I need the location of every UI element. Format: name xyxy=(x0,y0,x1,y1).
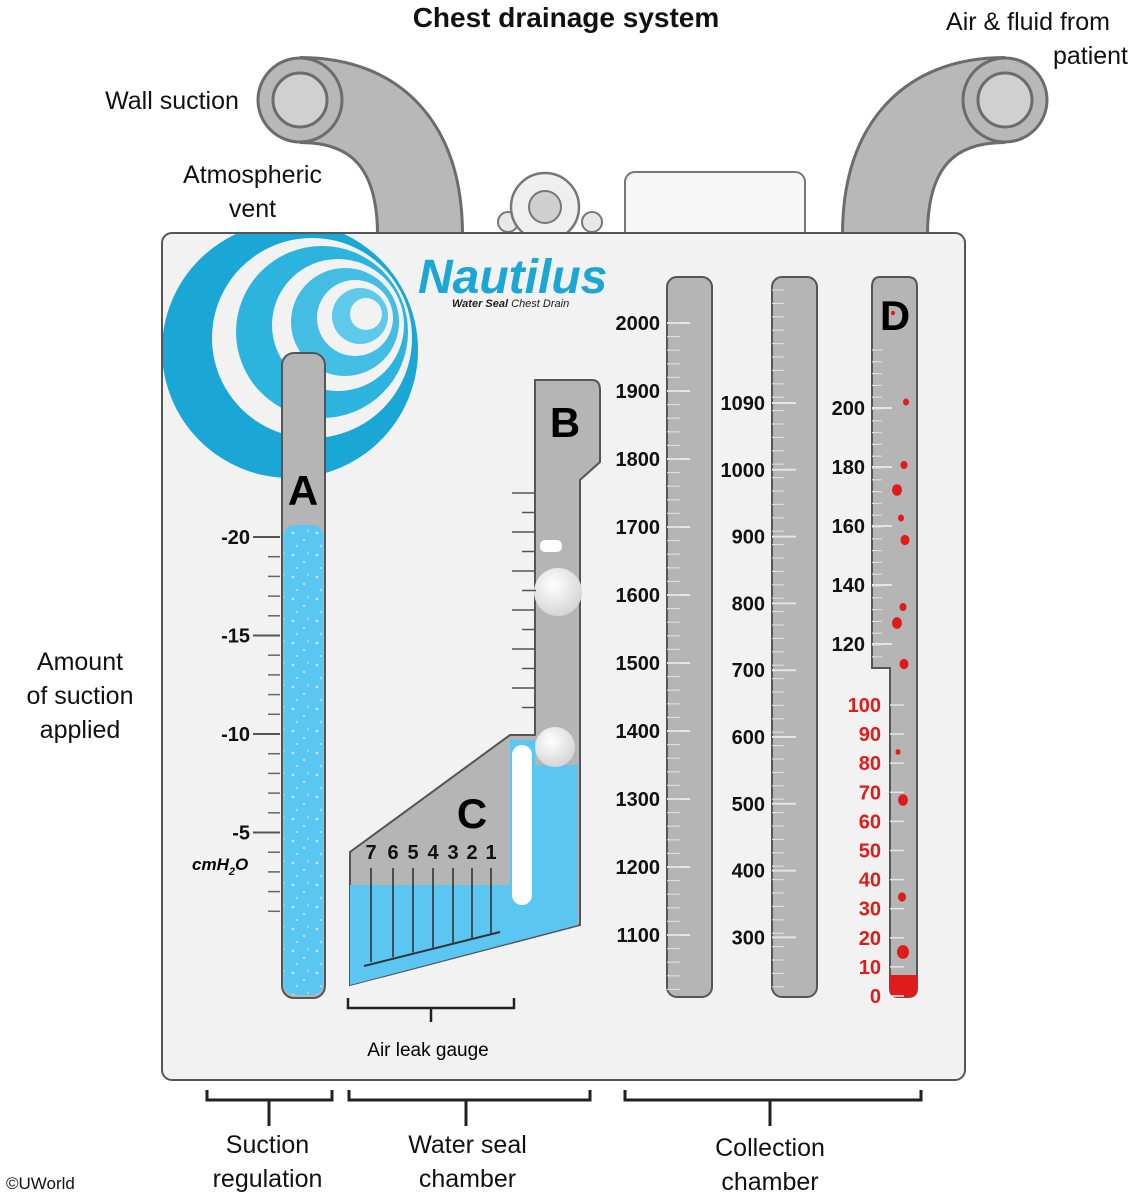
collection-1-label: 1500 xyxy=(616,653,661,675)
water-seal-ticks xyxy=(512,492,536,709)
brand-name: Nautilus xyxy=(418,251,607,304)
collection-1-label: 1600 xyxy=(616,585,661,607)
collection-2-label: 900 xyxy=(732,527,765,549)
collection-3-label: 200 xyxy=(832,398,865,420)
collection-1-label: 1900 xyxy=(616,381,661,403)
air-leak-number: 3 xyxy=(447,842,458,864)
blood-drop xyxy=(900,460,908,470)
collection-3-red-label: 70 xyxy=(859,782,881,804)
suction-scale: -20 -15 -10 -5 xyxy=(221,527,280,913)
air-leak-number: 7 xyxy=(365,842,376,864)
blood-drop xyxy=(899,658,909,670)
chamber-a-letter: A xyxy=(288,467,318,514)
air-leak-number: 5 xyxy=(407,842,418,864)
collection-3-red-label: 60 xyxy=(859,811,881,833)
collection-3-red-label: 0 xyxy=(870,986,881,1008)
blood-drop xyxy=(898,514,904,522)
blood-drop xyxy=(898,794,908,806)
collection-1-label: 1800 xyxy=(616,449,661,471)
collection-3-label: 140 xyxy=(832,575,865,597)
blood-drop xyxy=(892,484,902,496)
float-ball-large xyxy=(534,568,582,616)
suction-scale-label: -20 xyxy=(221,527,250,549)
chamber-c-letter: C xyxy=(457,790,487,837)
collection-column-1 xyxy=(666,276,713,998)
air-leak-number: 6 xyxy=(387,842,398,864)
chamber-d-letter: D xyxy=(880,292,910,339)
water-seal-chamber-b: B C xyxy=(349,378,601,987)
collection-scale-2: 1090 1000 900 800 700 600 500 400 300 xyxy=(721,289,796,988)
float-ball-small xyxy=(535,727,575,767)
suction-scale-label: -15 xyxy=(221,626,250,648)
collection-bracket xyxy=(623,1090,923,1126)
collection-scale-1: 2000 1900 1800 1700 1600 1500 1400 1300 1200 1100 xyxy=(616,313,690,991)
collection-1-label: 1300 xyxy=(616,789,661,811)
collection-2-label: 400 xyxy=(732,861,765,883)
collection-3-label: 160 xyxy=(832,516,865,538)
suction-scale-label: -5 xyxy=(232,823,250,845)
blood-drop xyxy=(900,534,910,546)
blood-drops xyxy=(891,310,910,959)
collection-1-label: 1100 xyxy=(617,925,660,947)
collection-3-red-label: 80 xyxy=(859,753,881,775)
collection-3-red-label: 20 xyxy=(859,928,881,950)
collection-2-label: 600 xyxy=(732,727,765,749)
blood-drop xyxy=(897,945,909,959)
nautilus-logo-swirl xyxy=(163,234,418,478)
blood-drop xyxy=(903,398,909,406)
vent-valve xyxy=(497,171,603,243)
collection-3-red-label: 100 xyxy=(848,695,881,717)
blood-drop xyxy=(892,617,902,629)
collection-2-label: 300 xyxy=(732,927,765,949)
air-leak-number: 4 xyxy=(427,842,439,864)
collection-3-red-label: 40 xyxy=(859,870,881,892)
air-leak-gauge-label: Air leak gauge xyxy=(367,1040,488,1061)
air-leak-bracket xyxy=(346,998,516,1022)
copyright-text: ©UWorld xyxy=(6,1174,75,1193)
blood-drop xyxy=(891,310,895,316)
collection-3-red-label: 50 xyxy=(859,841,881,863)
collection-3-red-label: 30 xyxy=(859,899,881,921)
suction-regulation-bracket xyxy=(205,1090,334,1126)
collection-1-label: 1700 xyxy=(616,517,661,539)
top-cap xyxy=(624,171,806,243)
air-leak-number: 2 xyxy=(466,842,477,864)
suction-chamber-a: A xyxy=(281,352,326,999)
collection-2-label: 1000 xyxy=(721,460,766,482)
collection-2-label: 1090 xyxy=(721,393,766,415)
collection-3-label: 120 xyxy=(832,634,865,656)
blood-drop xyxy=(898,892,906,902)
collection-2-label: 800 xyxy=(732,593,765,615)
suction-unit: cmH2O xyxy=(192,855,248,878)
collection-3-red-label: 90 xyxy=(859,724,881,746)
blood-drop xyxy=(899,602,907,612)
collection-1-label: 1200 xyxy=(616,857,661,879)
collection-3-red-label: 10 xyxy=(859,957,881,979)
collection-2-label: 700 xyxy=(732,660,765,682)
collection-1-label: 2000 xyxy=(616,313,661,335)
blood-drop xyxy=(895,749,901,755)
air-leak-number: 1 xyxy=(485,842,496,864)
collection-3-label: 180 xyxy=(832,457,865,479)
air-leak-baseline xyxy=(363,931,501,967)
collection-column-2 xyxy=(771,276,818,998)
water-seal-bracket xyxy=(347,1090,592,1126)
wall-suction-label: Wall suction xyxy=(105,87,239,115)
suction-scale-label: -10 xyxy=(221,724,250,746)
brand-subtitle: Water Seal Chest Drain xyxy=(452,298,569,310)
collection-2-label: 500 xyxy=(732,794,765,816)
page-title: Chest drainage system xyxy=(412,2,720,33)
collection-1-label: 1400 xyxy=(616,721,661,743)
blood-pool xyxy=(890,975,917,997)
chamber-b-letter: B xyxy=(550,399,580,446)
